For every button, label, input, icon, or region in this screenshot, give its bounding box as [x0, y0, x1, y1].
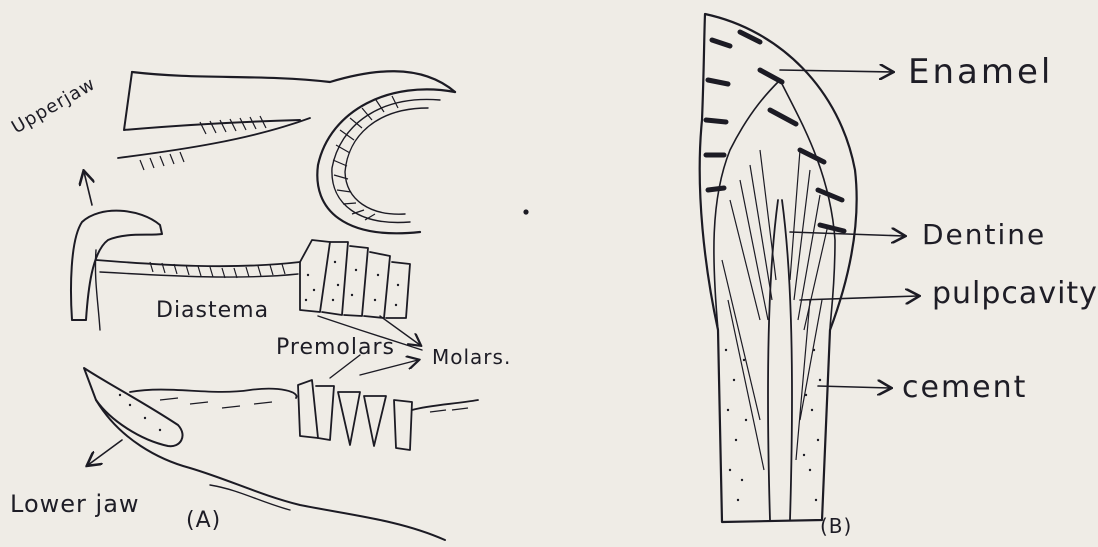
lower-jaw-upper-edge [130, 389, 297, 398]
lower-incisor [84, 368, 183, 446]
label-cement: cement [902, 370, 1027, 405]
upper-incisor [71, 211, 162, 320]
label-pulp-cavity: pulpcavity [932, 276, 1098, 311]
lower-cheek-teeth [298, 380, 412, 450]
label-enamel: Enamel [908, 52, 1053, 92]
dentine-pointer [790, 232, 904, 236]
enamel-pointer [780, 70, 892, 72]
label-dentine: Dentine [922, 218, 1046, 251]
cement-pointer [818, 386, 890, 388]
upper-cheek-teeth [300, 240, 410, 318]
label-lower-jaw: Lower jaw [10, 490, 140, 518]
stray-dot [523, 209, 528, 214]
label-premolars: Premolars [276, 335, 395, 360]
label-diastema: Diastema [156, 298, 269, 323]
figure-a-skull [71, 71, 478, 540]
tooth-outline [700, 14, 857, 522]
dentine-outline [714, 80, 835, 330]
caption-figure-b: (B) [820, 514, 852, 538]
dentine-hatching [722, 150, 828, 470]
label-molars: Molars. [432, 345, 511, 369]
enamel-stripes [706, 32, 844, 231]
caption-figure-a: (A) [186, 508, 221, 533]
figure-b-tooth [700, 14, 918, 522]
skull-snout-upper [124, 72, 300, 130]
lower-jaw-bottom-edge [96, 400, 445, 540]
pulp-cavity-pointer [800, 296, 918, 300]
skull-top-outline [132, 71, 455, 92]
orbit-outline [317, 89, 455, 233]
cement-stipple [725, 349, 821, 501]
